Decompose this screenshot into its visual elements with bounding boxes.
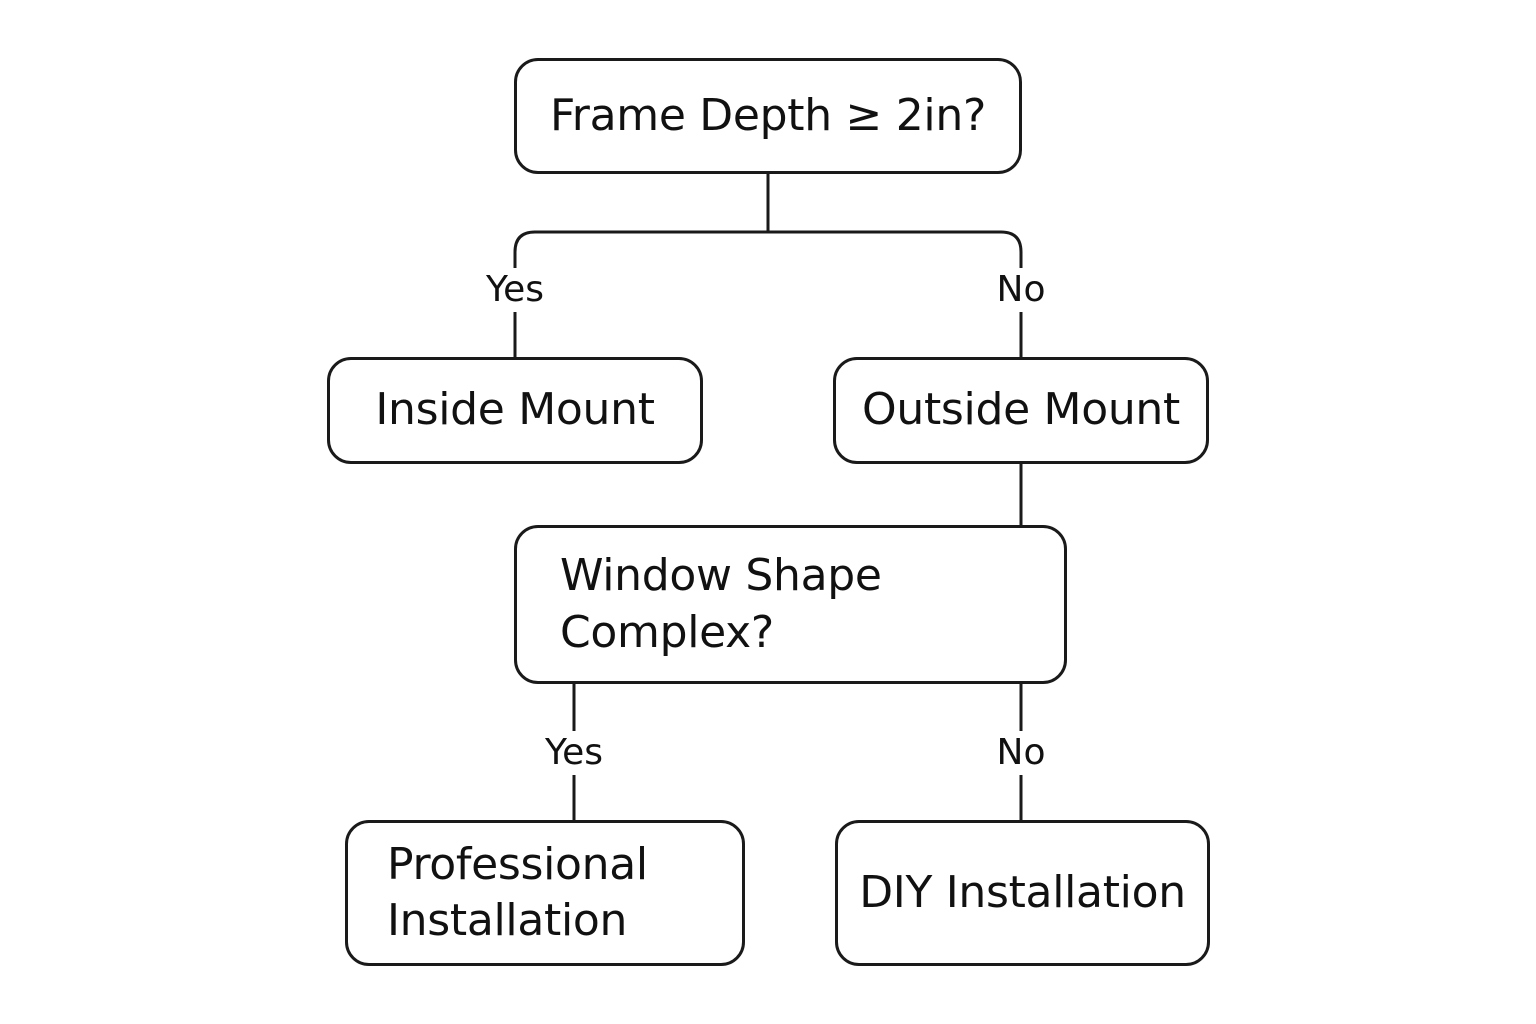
- outcome-diy-installation-label: DIY Installation: [859, 866, 1186, 918]
- outcome-outside-mount-label: Outside Mount: [862, 384, 1180, 436]
- edge-label-frame-depth-yes: Yes: [455, 268, 575, 312]
- edge-label-frame-depth-no: No: [961, 268, 1081, 312]
- outcome-inside-mount-label: Inside Mount: [375, 384, 655, 436]
- decision-frame-depth: Frame Depth ≥ 2in?: [514, 58, 1022, 174]
- outcome-inside-mount: Inside Mount: [327, 357, 703, 464]
- outcome-professional-installation-label: Professional Installation: [387, 838, 648, 946]
- decision-window-shape-label: Window Shape Complex?: [560, 550, 882, 658]
- edge-label-window-shape-yes: Yes: [514, 731, 634, 775]
- edge-label-window-shape-no: No: [961, 731, 1081, 775]
- decision-frame-depth-label: Frame Depth ≥ 2in?: [550, 89, 986, 141]
- decision-window-shape: Window Shape Complex?: [514, 525, 1067, 684]
- outcome-professional-installation: Professional Installation: [345, 820, 745, 966]
- outcome-outside-mount: Outside Mount: [833, 357, 1209, 464]
- outcome-diy-installation: DIY Installation: [835, 820, 1210, 966]
- connector-frame-depth-no: [768, 230, 1023, 357]
- connector-frame-depth-yes: [513, 230, 768, 357]
